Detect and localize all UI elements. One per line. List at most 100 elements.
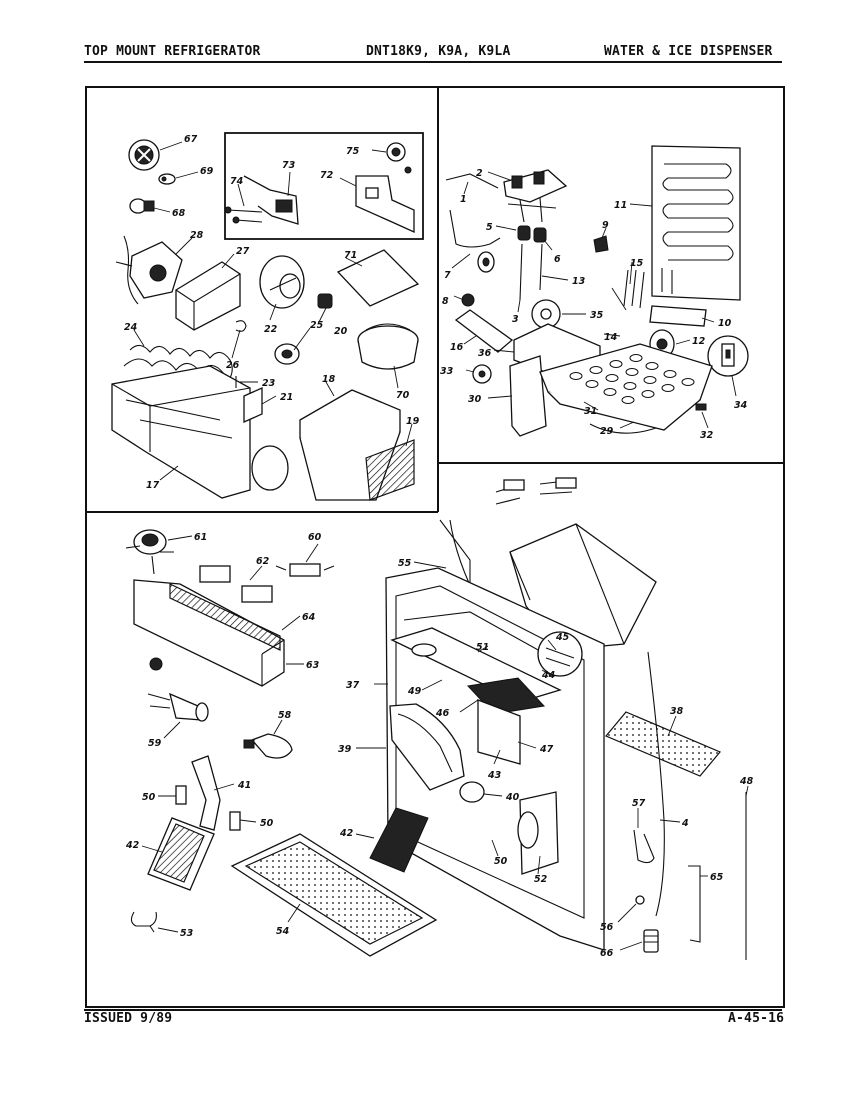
callout-67: 67	[184, 134, 198, 145]
callout-29: 29	[600, 426, 614, 437]
part-5-6-fittings	[517, 225, 547, 243]
callout-13: 13	[572, 276, 586, 287]
callout-17: 17	[146, 480, 160, 491]
part-61-thermostat	[125, 529, 174, 575]
part-42-lever	[369, 807, 429, 873]
callout-54: 54	[276, 926, 290, 937]
callout-64: 64	[302, 612, 316, 623]
ice-maker-panel	[111, 139, 420, 501]
callout-4: 4	[681, 818, 689, 829]
callout-74: 74	[230, 176, 244, 187]
callout-58: 58	[278, 710, 292, 721]
callout-22: 22	[264, 324, 278, 335]
part-27-housing	[175, 261, 241, 331]
part-15-wires	[623, 269, 645, 309]
part-22-cam	[259, 255, 305, 309]
callout-28: 28	[190, 230, 204, 241]
part-60-switch	[275, 563, 335, 577]
footer-page-code: A-45-16	[728, 1011, 785, 1026]
header-model-type: TOP MOUNT REFRIGERATOR	[84, 44, 261, 59]
part-46-43-flapper	[466, 677, 546, 765]
part-62-relays	[199, 565, 273, 603]
part-73-switch	[243, 175, 299, 225]
callout-15: 15	[630, 258, 644, 269]
header-rule	[84, 61, 782, 63]
water-valve-panel	[445, 145, 749, 437]
callout-63: 63	[306, 660, 320, 671]
callout-7: 7	[444, 270, 451, 281]
footer-issue-date: ISSUED 9/89	[84, 1011, 173, 1026]
callout-16: 16	[450, 342, 464, 353]
part-26-spring	[235, 320, 247, 332]
callout-32: 32	[700, 430, 714, 441]
callout-14: 14	[604, 332, 618, 343]
part-72-bracket	[355, 175, 415, 234]
part-59-socket	[147, 692, 209, 722]
callout-47: 47	[539, 744, 554, 755]
callout-60: 60	[308, 532, 322, 543]
header-model-numbers: DNT18K9, K9A, K9LA	[366, 44, 511, 59]
callout-68: 68	[172, 208, 186, 219]
callout-70: 70	[396, 390, 410, 401]
callout-72: 72	[320, 170, 334, 181]
part-4-tube	[647, 651, 665, 917]
callout-9: 9	[602, 220, 609, 231]
callout-37: 37	[346, 680, 360, 691]
diagram-frames	[85, 86, 785, 1008]
callout-59: 59	[148, 738, 162, 749]
callout-69: 69	[200, 166, 214, 177]
part-56-66-fittings	[635, 895, 659, 953]
part-11-evaporator	[651, 145, 741, 301]
callout-56: 56	[600, 922, 614, 933]
part-40-bushing	[459, 781, 485, 803]
callout-36: 36	[478, 348, 492, 359]
callout-40: 40	[505, 792, 520, 803]
part-45-44-gasket	[537, 631, 583, 677]
callout-31: 31	[584, 406, 597, 417]
callout-50-left: 50	[142, 792, 156, 803]
part-10-bracket	[649, 305, 707, 327]
callout-71: 71	[344, 250, 357, 261]
part-21-shield	[243, 386, 263, 424]
part-8-nut	[461, 293, 475, 307]
part-16-sleeve	[454, 309, 514, 353]
callout-33: 33	[440, 366, 454, 377]
callout-5: 5	[486, 222, 493, 233]
callout-66: 66	[600, 948, 614, 959]
callout-3: 3	[512, 314, 519, 325]
part-17-ice-mold	[111, 365, 289, 499]
part-18-ice-chute	[299, 389, 401, 501]
callout-41: 41	[237, 780, 251, 791]
part-57-clamp	[633, 829, 655, 864]
part-28-motor	[115, 235, 183, 305]
part-68-bushing	[129, 198, 155, 214]
callout-20: 20	[334, 326, 348, 337]
part-39-door	[389, 703, 465, 791]
callout-75: 75	[346, 146, 360, 157]
callout-73: 73	[282, 160, 296, 171]
callout-19: 19	[406, 416, 420, 427]
part-74-screws	[224, 206, 263, 224]
part-35-grommet	[531, 299, 561, 329]
callout-52: 52	[534, 874, 548, 885]
callout-57: 57	[632, 798, 646, 809]
callout-6: 6	[554, 254, 561, 265]
part-41-lever	[191, 755, 221, 831]
part-38-insulation	[605, 711, 721, 777]
callout-27: 27	[236, 246, 250, 257]
callout-30: 30	[468, 394, 482, 405]
callout-24: 24	[124, 322, 138, 333]
callout-43: 43	[487, 770, 502, 781]
callout-42-left: 42	[125, 840, 140, 851]
part-67-gear	[128, 139, 160, 171]
part-34-cap	[707, 335, 749, 377]
header-section-title: WATER & ICE DISPENSER	[604, 44, 773, 59]
part-69-clip	[158, 173, 176, 185]
part-1-tube	[445, 173, 499, 189]
callout-21: 21	[280, 392, 293, 403]
callout-55: 55	[398, 558, 412, 569]
callout-61: 61	[194, 532, 207, 543]
callout-11: 11	[614, 200, 627, 211]
part-70-cover	[357, 323, 419, 370]
